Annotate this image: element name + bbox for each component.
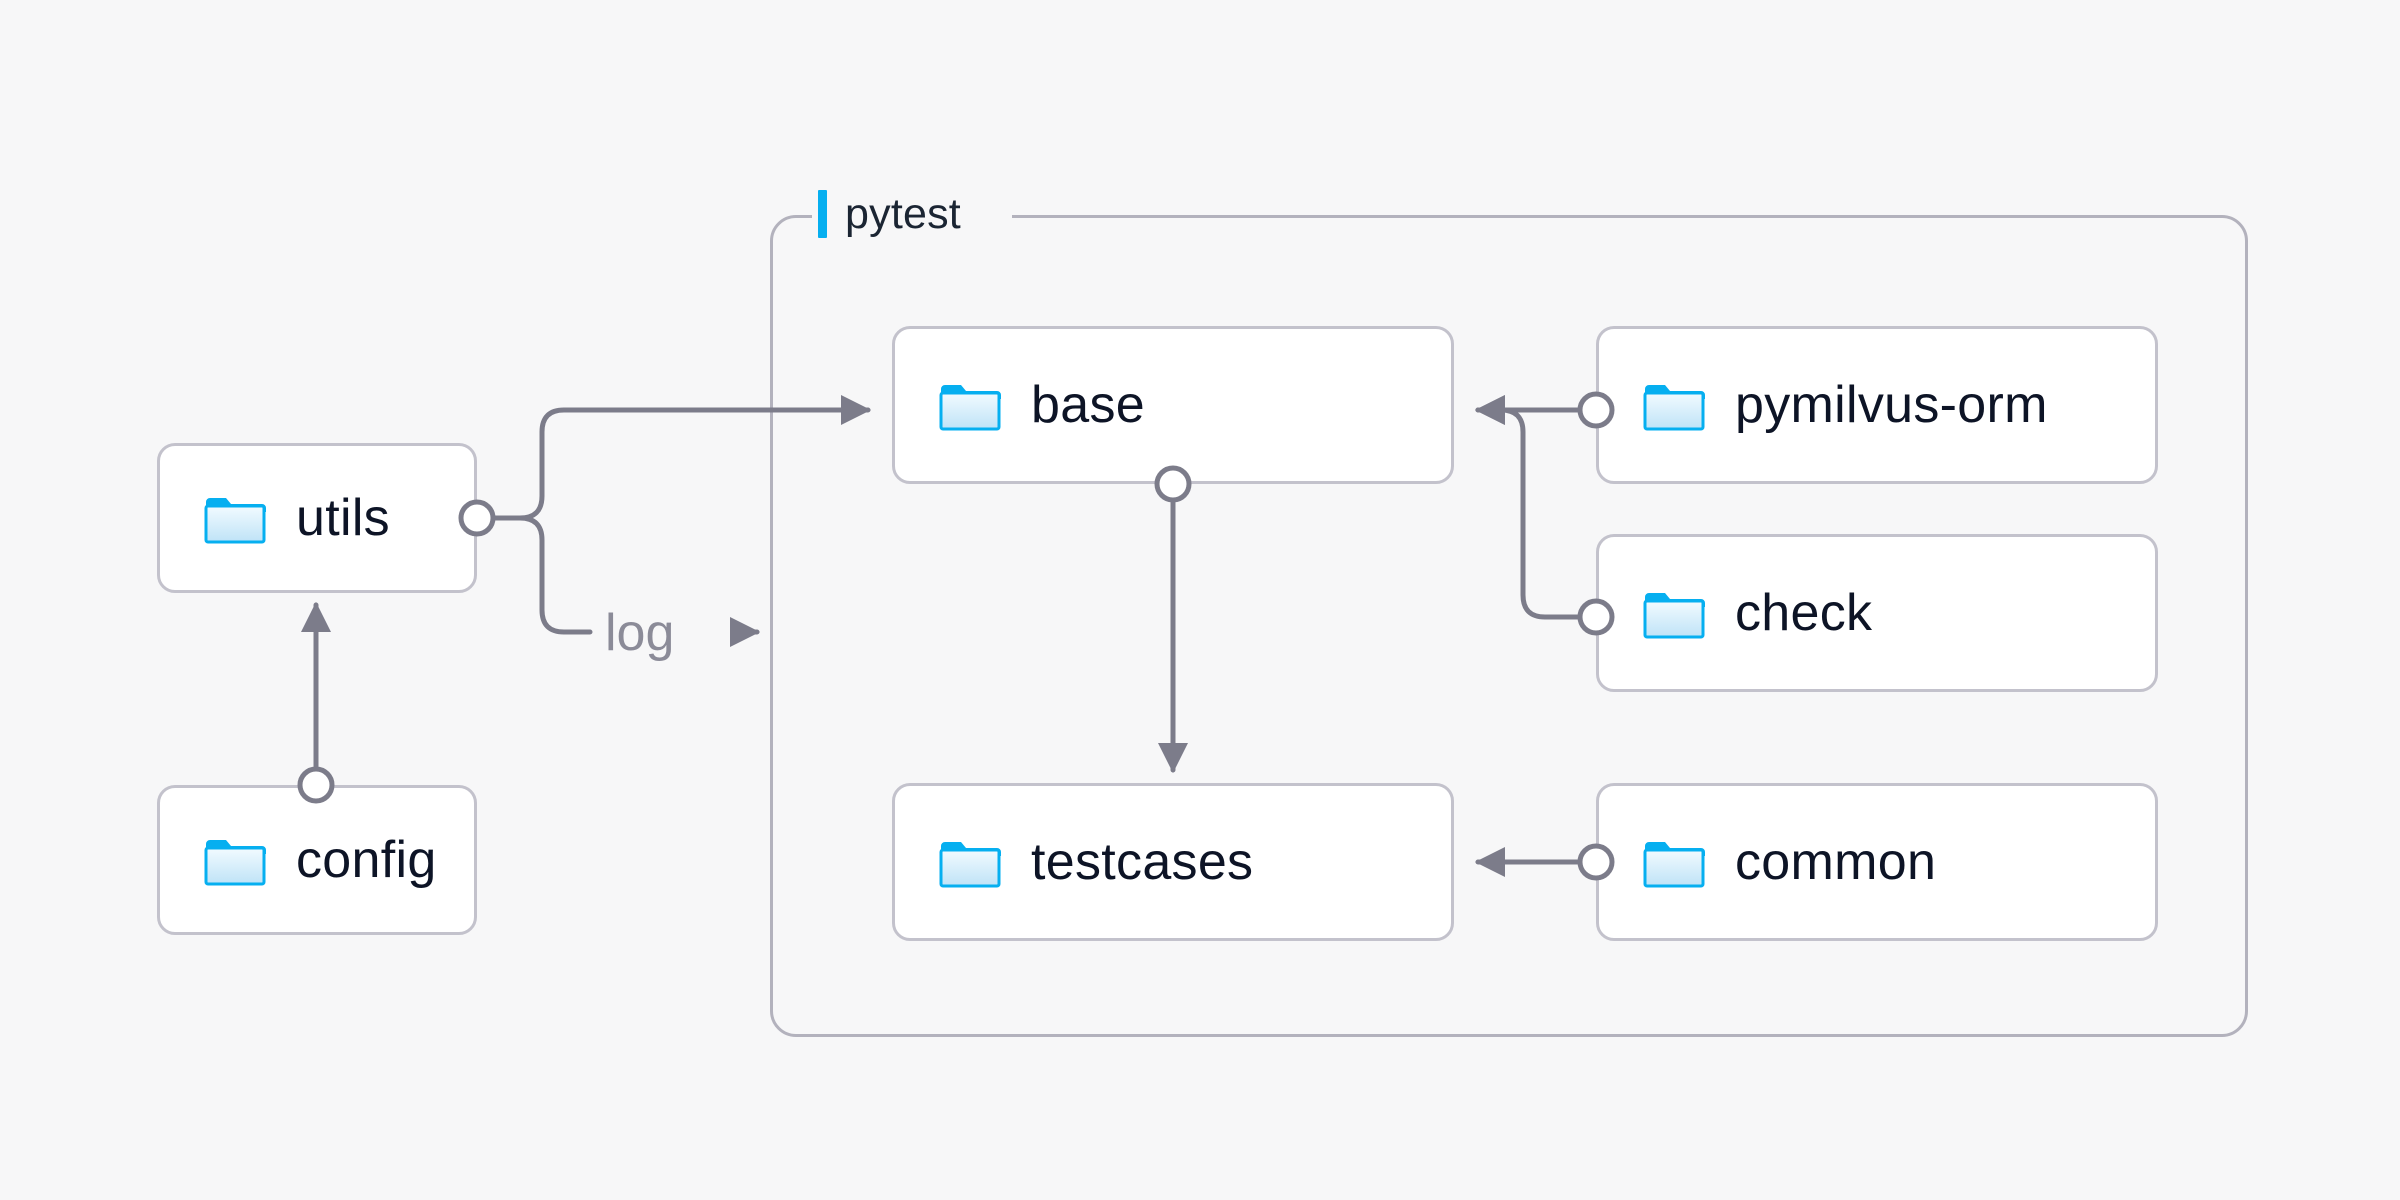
folder-icon xyxy=(1643,593,1705,639)
node-label-config: config xyxy=(296,831,437,889)
group-accent-bar xyxy=(818,190,827,238)
folder-icon xyxy=(1643,385,1705,431)
node-label-pymilvus-orm: pymilvus-orm xyxy=(1735,376,2048,434)
folder-icon xyxy=(204,498,266,544)
node-label-base: base xyxy=(1031,376,1145,434)
group-label-text: pytest xyxy=(845,189,961,238)
node-label-utils: utils xyxy=(296,489,390,547)
node-config[interactable]: config xyxy=(157,785,477,935)
node-label-common: common xyxy=(1735,833,1937,891)
node-common[interactable]: common xyxy=(1596,783,2158,941)
node-label-check: check xyxy=(1735,584,1873,642)
node-pymilvus-orm[interactable]: pymilvus-orm xyxy=(1596,326,2158,484)
folder-icon xyxy=(939,842,1001,888)
node-base[interactable]: base xyxy=(892,326,1454,484)
node-testcases[interactable]: testcases xyxy=(892,783,1454,941)
group-container-pytest xyxy=(770,215,2248,1037)
node-label-testcases: testcases xyxy=(1031,833,1254,891)
node-utils[interactable]: utils xyxy=(157,443,477,593)
edge-label-log: log xyxy=(605,604,674,662)
group-label-pytest: pytest xyxy=(812,190,971,238)
folder-icon xyxy=(939,385,1001,431)
edge-utils-to-log: log xyxy=(490,515,760,662)
edge-config-to-utils xyxy=(297,602,335,804)
node-check[interactable]: check xyxy=(1596,534,2158,692)
folder-icon xyxy=(1643,842,1705,888)
folder-icon xyxy=(204,840,266,886)
